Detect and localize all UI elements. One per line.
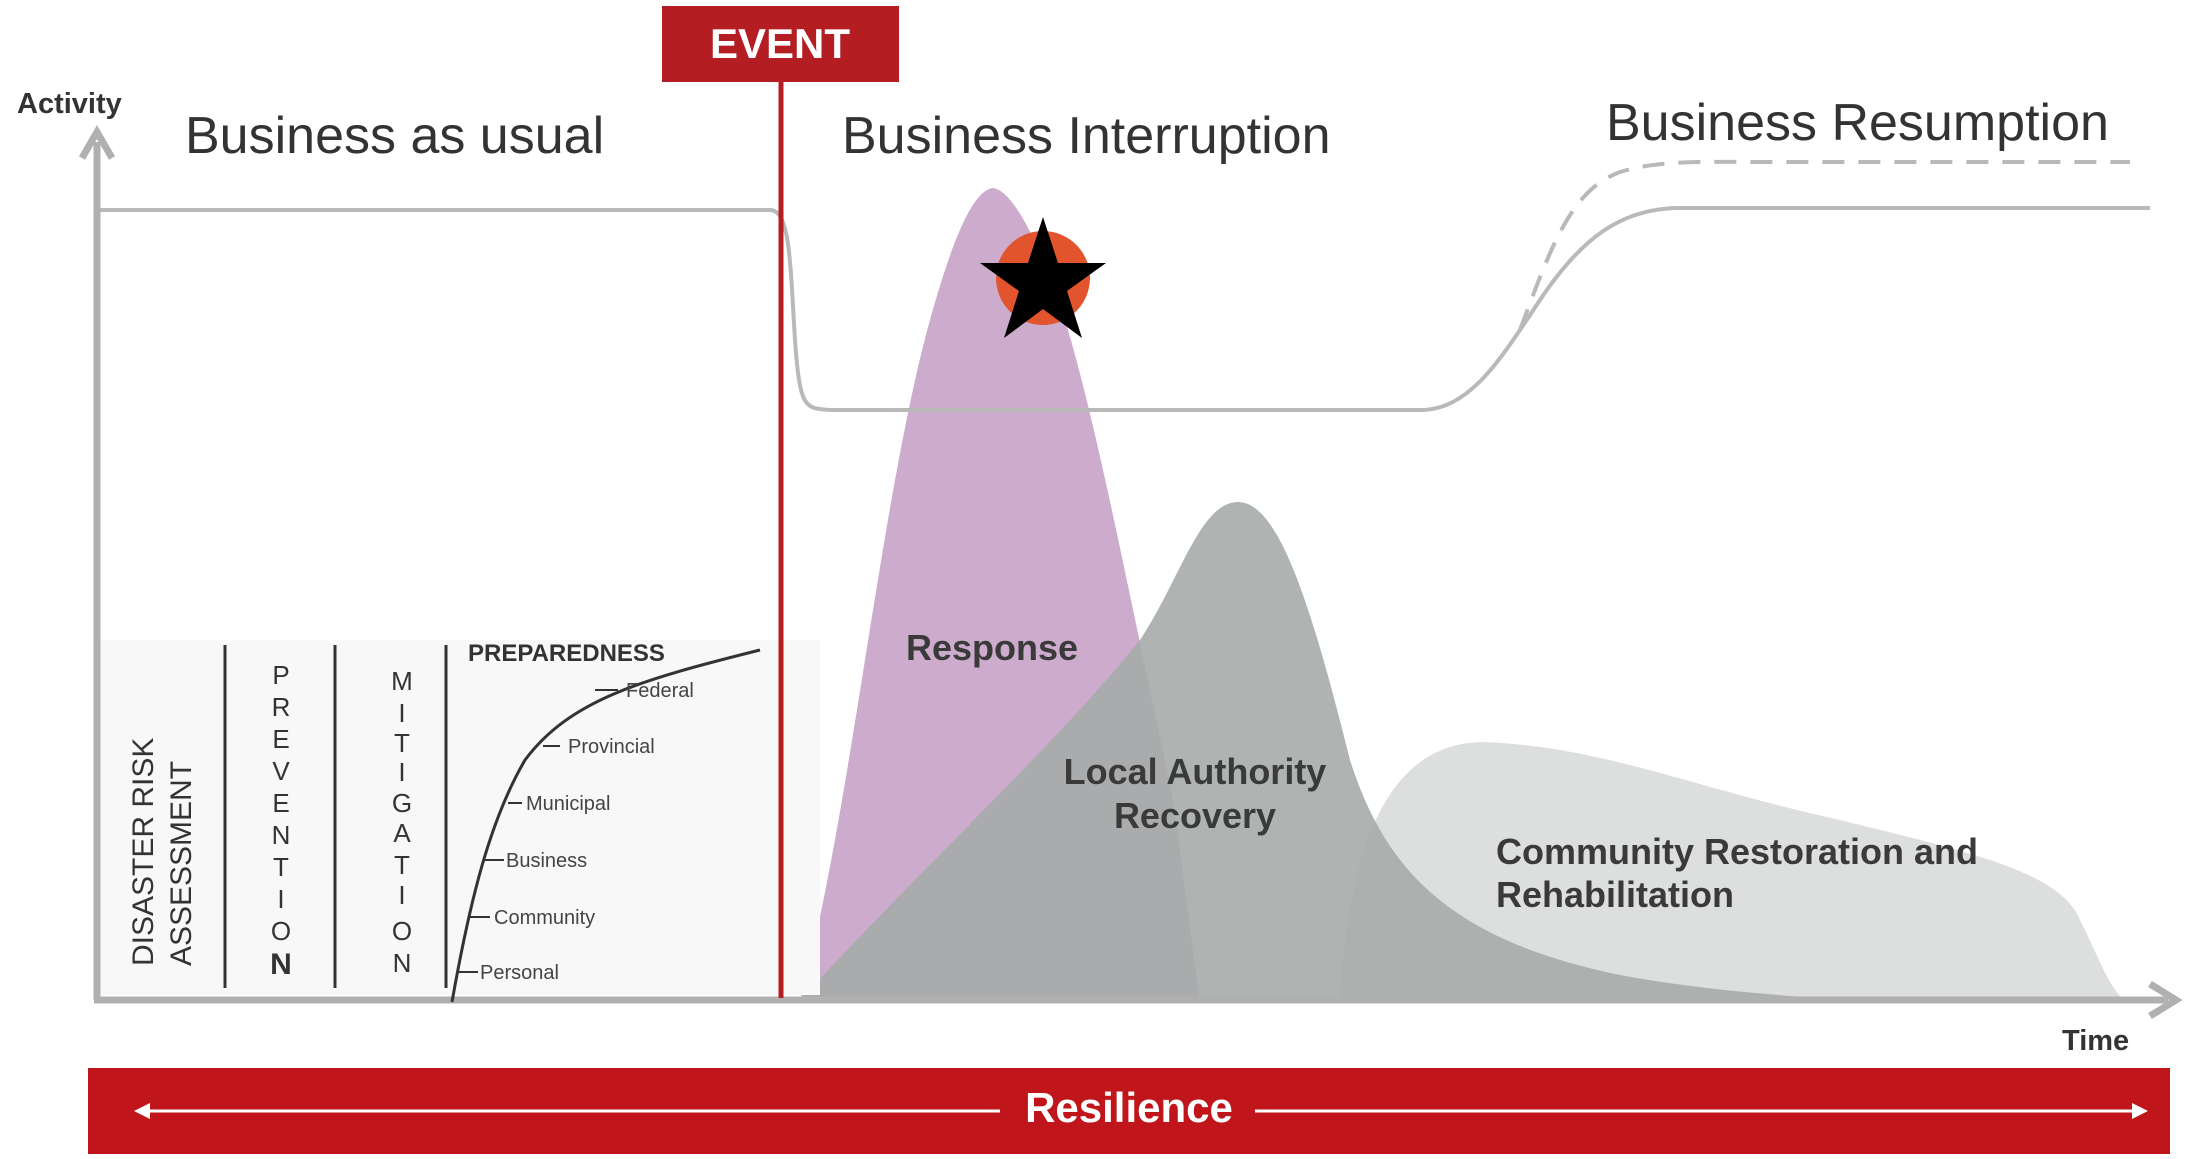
mitigation-letter: N bbox=[393, 948, 412, 978]
event-box bbox=[662, 6, 899, 82]
phase-business-resumption: Business Resumption bbox=[1606, 94, 2109, 152]
prevention-letter: N bbox=[270, 948, 292, 981]
mitigation-letter: O bbox=[392, 916, 412, 946]
mitigation-letter: A bbox=[393, 818, 411, 848]
level-municipal: Municipal bbox=[526, 793, 610, 815]
mitigation-letter: I bbox=[398, 757, 405, 787]
arrow-head-icon bbox=[2148, 981, 2183, 1019]
mitigation-letter: T bbox=[394, 728, 410, 758]
phase-business-as-usual: Business as usual bbox=[185, 107, 604, 165]
preparedness-curve bbox=[450, 648, 761, 1003]
arrow-head-icon bbox=[134, 1103, 150, 1119]
mitigation-letter: M bbox=[391, 666, 413, 696]
community-label-2: Rehabilitation bbox=[1496, 874, 1734, 915]
arrow-head-icon bbox=[78, 124, 116, 160]
mitigation-letters: M I T I G A T I O N bbox=[391, 666, 413, 978]
community-restoration-area bbox=[1340, 742, 2125, 1000]
y-axis-label: Activity bbox=[17, 88, 122, 120]
prevention-letter: P bbox=[272, 660, 289, 690]
star-icon bbox=[980, 217, 1106, 338]
level-provincial: Provincial bbox=[568, 736, 655, 758]
prevention-letter: N bbox=[272, 820, 291, 850]
level-personal: Personal bbox=[480, 962, 559, 984]
prevention-letter: R bbox=[272, 692, 291, 722]
mitigation-letter: I bbox=[398, 880, 405, 910]
local-authority-recovery-area bbox=[800, 502, 1840, 1000]
prevention-letter: E bbox=[272, 788, 289, 818]
prevention-letter: I bbox=[277, 884, 284, 914]
disaster-risk-assessment-2: ASSESSMENT bbox=[165, 761, 198, 966]
activity-line bbox=[98, 206, 2150, 412]
phase-business-interruption: Business Interruption bbox=[842, 107, 1331, 165]
prevention-letter: V bbox=[272, 756, 290, 786]
preparedness-levels: Federal Provincial Municipal Business Co… bbox=[458, 680, 694, 984]
prevention-letter: T bbox=[273, 852, 289, 882]
x-axis-label: Time bbox=[2062, 1025, 2129, 1057]
prevention-letter: O bbox=[271, 916, 291, 946]
level-federal: Federal bbox=[626, 680, 694, 702]
local-authority-label-2: Recovery bbox=[1114, 795, 1276, 836]
disaster-risk-assessment-1: DISASTER RISK bbox=[127, 738, 160, 966]
community-label-1: Community Restoration and bbox=[1496, 831, 1978, 872]
prevention-letters: P R E V E N T I O N bbox=[270, 660, 292, 981]
prevention-letter: E bbox=[272, 724, 289, 754]
mitigation-letter: T bbox=[394, 850, 410, 880]
mitigation-letter: G bbox=[392, 788, 412, 818]
level-business: Business bbox=[506, 850, 587, 872]
resilience-label: Resilience bbox=[1025, 1084, 1233, 1131]
resumption-dashed-line bbox=[1518, 159, 2130, 331]
arrow-head-icon bbox=[2132, 1103, 2148, 1119]
preparedness-panel bbox=[100, 640, 820, 995]
response-label: Response bbox=[906, 627, 1078, 668]
event-label: EVENT bbox=[710, 20, 850, 67]
local-authority-label-1: Local Authority bbox=[1064, 751, 1327, 792]
preparedness-title: PREPAREDNESS bbox=[468, 640, 665, 667]
level-community: Community bbox=[494, 907, 595, 929]
mitigation-letter: I bbox=[398, 698, 405, 728]
